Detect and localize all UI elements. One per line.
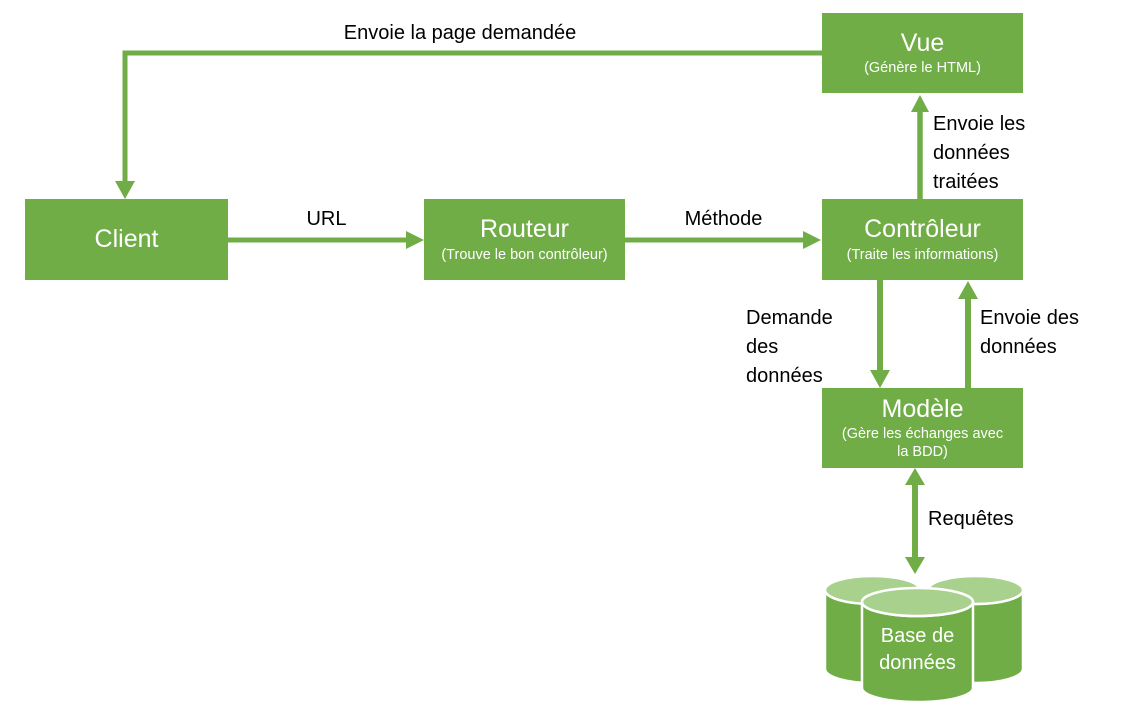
node-vue: Vue (Génère le HTML) <box>822 13 1023 93</box>
node-controleur: Contrôleur (Traite les informations) <box>822 199 1023 280</box>
arrow-modele-to-database <box>905 468 925 574</box>
node-controleur-subtitle: (Traite les informations) <box>846 246 999 263</box>
arrow-controleur-to-vue <box>911 95 929 199</box>
edge-label-envoie-les-donnees-traitees: Envoie les données traitées <box>933 113 1026 193</box>
database-icon <box>823 574 1025 704</box>
node-routeur: Routeur (Trouve le bon contrôleur) <box>424 199 625 280</box>
arrow-modele-to-controleur <box>958 281 978 388</box>
node-client: Client <box>25 199 228 280</box>
edge-label-requetes: Requêtes <box>928 508 1014 530</box>
node-routeur-subtitle: (Trouve le bon contrôleur) <box>441 246 608 263</box>
edge-label-envoie-des-donnees: Envoie des données <box>980 307 1079 358</box>
node-vue-subtitle: (Génère le HTML) <box>864 60 981 77</box>
edge-label-demande-des-donnees: Demande des données <box>746 307 833 387</box>
node-controleur-title: Contrôleur <box>864 215 981 244</box>
node-modele-title: Modèle <box>881 394 964 423</box>
edge-label-envoie-la-page-demandee: Envoie la page demandée <box>343 22 577 44</box>
node-modele: Modèle (Gère les échanges avec la BDD) <box>822 388 1023 468</box>
arrow-vue-to-client <box>115 50 822 199</box>
node-routeur-title: Routeur <box>480 215 569 244</box>
arrow-controleur-to-modele <box>870 279 890 388</box>
node-client-title: Client <box>94 225 159 254</box>
node-modele-subtitle: (Gère les échanges avec la BDD) <box>841 426 1004 461</box>
arrow-client-to-routeur <box>228 231 424 249</box>
arrow-routeur-to-controleur <box>625 231 821 249</box>
edge-label-methode: Méthode <box>684 208 763 230</box>
edge-label-url: URL <box>306 208 347 230</box>
node-database-title: Base de données <box>879 625 956 674</box>
node-vue-title: Vue <box>900 28 945 57</box>
